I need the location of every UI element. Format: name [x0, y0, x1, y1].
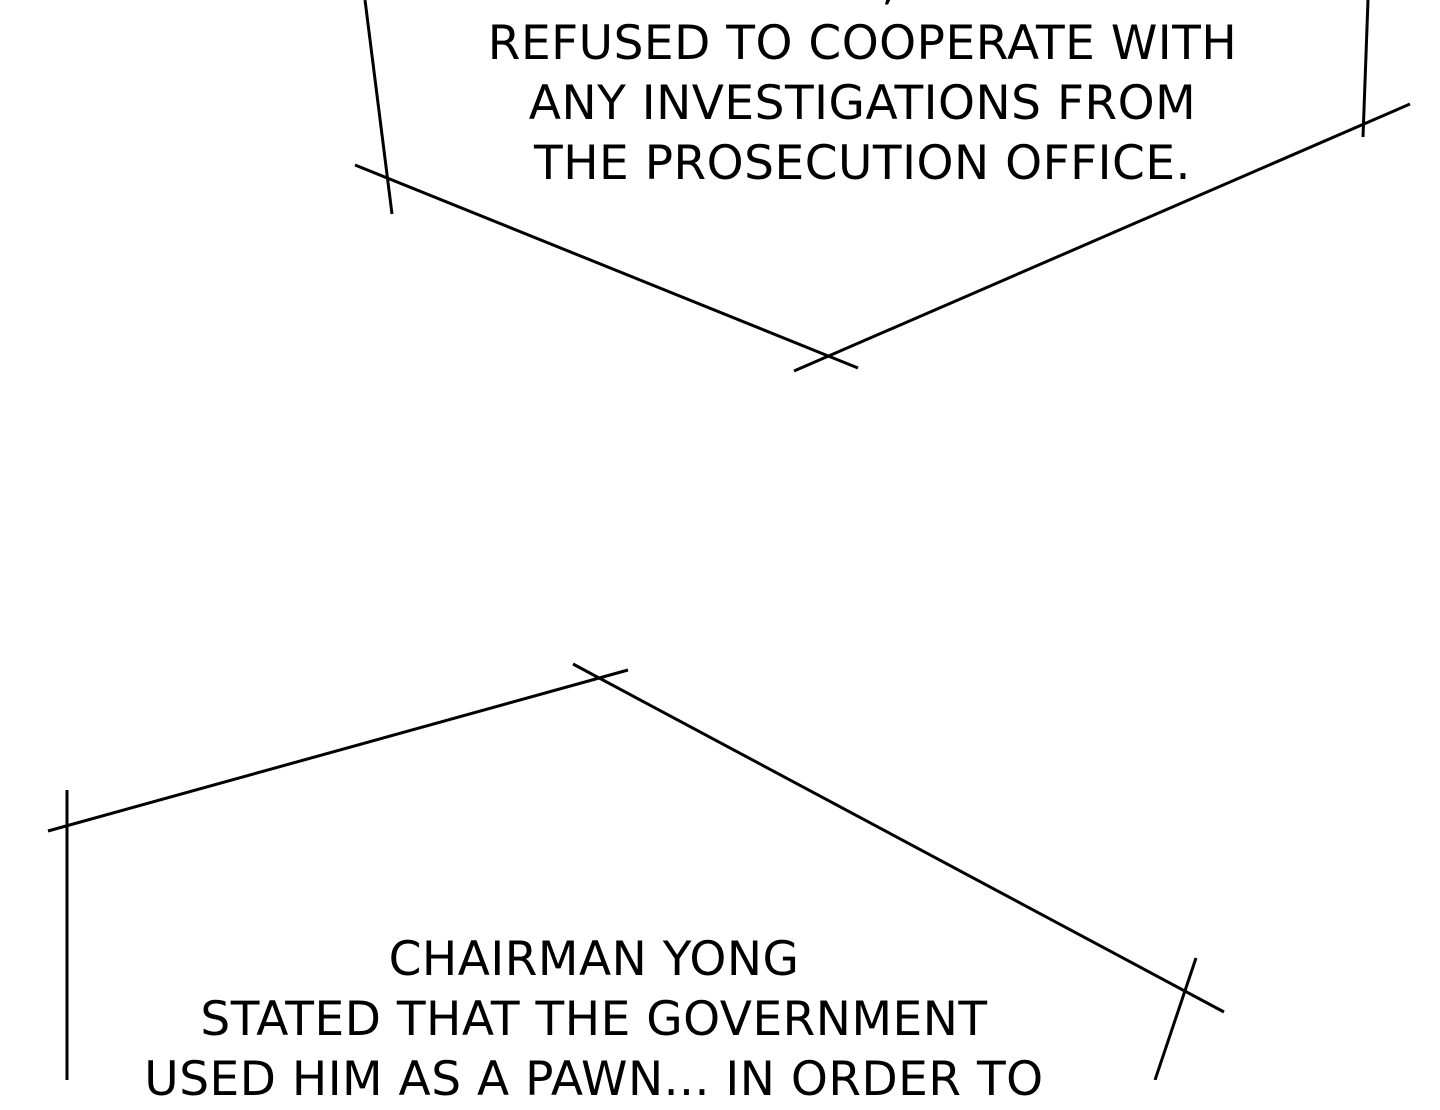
- caption-top-line-3: ANY INVESTIGATIONS FROM: [528, 76, 1197, 131]
- caption-top-line-4: THE PROSECUTION OFFICE.: [534, 136, 1191, 191]
- bottom-box-upper-right-edge: [572, 662, 1225, 1014]
- caption-bottom-line-1: CHAIRMAN YONG: [388, 932, 800, 987]
- caption-box-top: INVESTIGATION, AND HE HAS REFUSED TO COO…: [400, 0, 1325, 194]
- caption-top-line-1: INVESTIGATION, AND HE HAS: [400, 0, 1325, 14]
- top-box-lower-right-edge: [793, 102, 1411, 373]
- top-box-right-edge: [1361, 0, 1370, 138]
- caption-top-line-2: REFUSED TO COOPERATE WITH: [487, 16, 1238, 71]
- top-box-left-edge: [363, 0, 394, 215]
- bottom-box-upper-left-edge: [47, 668, 629, 833]
- caption-bottom-line-2: STATED THAT THE GOVERNMENT: [200, 992, 988, 1047]
- bottom-box-right-edge: [1153, 957, 1198, 1080]
- caption-box-frames: [47, 0, 1411, 1080]
- caption-bottom-line-3: USED HIM AS A PAWN... IN ORDER TO: [144, 1052, 1044, 1107]
- top-box-lower-left-edge: [354, 163, 859, 370]
- caption-box-bottom: CHAIRMAN YONG STATED THAT THE GOVERNMENT…: [70, 930, 1118, 1110]
